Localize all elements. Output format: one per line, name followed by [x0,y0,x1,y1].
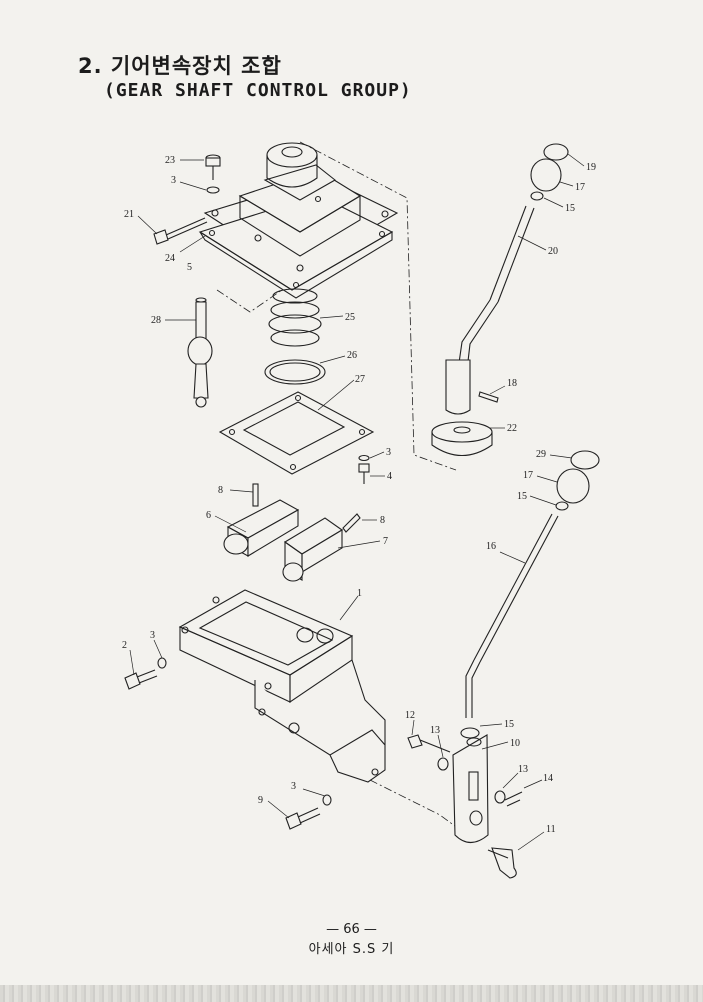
bolt-23 [205,154,221,194]
page-number: — 66 — [326,922,377,937]
bolt-21 [153,217,208,245]
callout-20: 20 [548,246,558,257]
page-title: 2. 기어변속장치 조합 [78,54,282,78]
gasket-plate-27 [218,391,375,475]
callout-17a: 17 [575,182,585,193]
page-subtitle: (GEAR SHAFT CONTROL GROUP) [104,80,412,101]
callout-5: 5 [187,262,192,273]
callout-8a: 8 [218,485,223,496]
callout-9: 9 [258,795,263,806]
upper-lever-assembly [431,143,569,456]
bolt-4 [358,454,370,484]
scan-edge-band [0,985,703,1002]
pin-8a [252,483,259,507]
callout-21: 21 [124,209,134,220]
callout-15c: 15 [504,719,514,730]
callout-12: 12 [405,710,415,721]
callout-17b: 17 [523,470,533,481]
callout-25: 25 [345,312,355,323]
callout-labels: 23 3 21 24 5 28 25 26 27 3 4 8 6 8 7 1 2… [122,155,596,835]
callout-27: 27 [355,374,365,385]
callout-10: 10 [510,738,520,749]
callout-4: 4 [387,471,392,482]
bolt-9 [285,794,332,830]
callout-22: 22 [507,423,517,434]
callout-3a: 3 [171,175,176,186]
callout-15a: 15 [565,203,575,214]
callout-13a: 13 [430,725,440,736]
callout-15b: 15 [517,491,527,502]
lower-lever-assembly [407,450,600,879]
callout-8b: 8 [380,515,385,526]
shift-case-1 [178,589,386,783]
shift-lever-28 [187,297,213,408]
bolt-2 [124,657,167,690]
callout-7: 7 [383,536,388,547]
callout-3b: 3 [386,447,391,458]
shift-fork-7 [282,517,344,582]
callout-13b: 13 [518,764,528,775]
pin-8b [342,513,361,533]
callout-16: 16 [486,541,496,552]
callout-3c: 3 [150,630,155,641]
callout-14: 14 [543,773,553,784]
callout-19: 19 [586,162,596,173]
footer-subtitle: 아세아 S.S 기 [308,942,395,957]
callout-2: 2 [122,640,127,651]
callout-18: 18 [507,378,517,389]
shift-cover-assembly [198,142,399,299]
leader-lines [129,153,585,851]
callout-1: 1 [357,588,362,599]
callout-11: 11 [546,824,556,835]
shift-fork-6 [223,499,300,557]
callout-3d: 3 [291,781,296,792]
callout-28: 28 [151,315,161,326]
callout-6: 6 [206,510,211,521]
callout-29: 29 [536,449,546,460]
snap-ring-26 [264,359,326,385]
callout-26: 26 [347,350,357,361]
callout-23: 23 [165,155,175,166]
callout-24: 24 [165,253,175,264]
